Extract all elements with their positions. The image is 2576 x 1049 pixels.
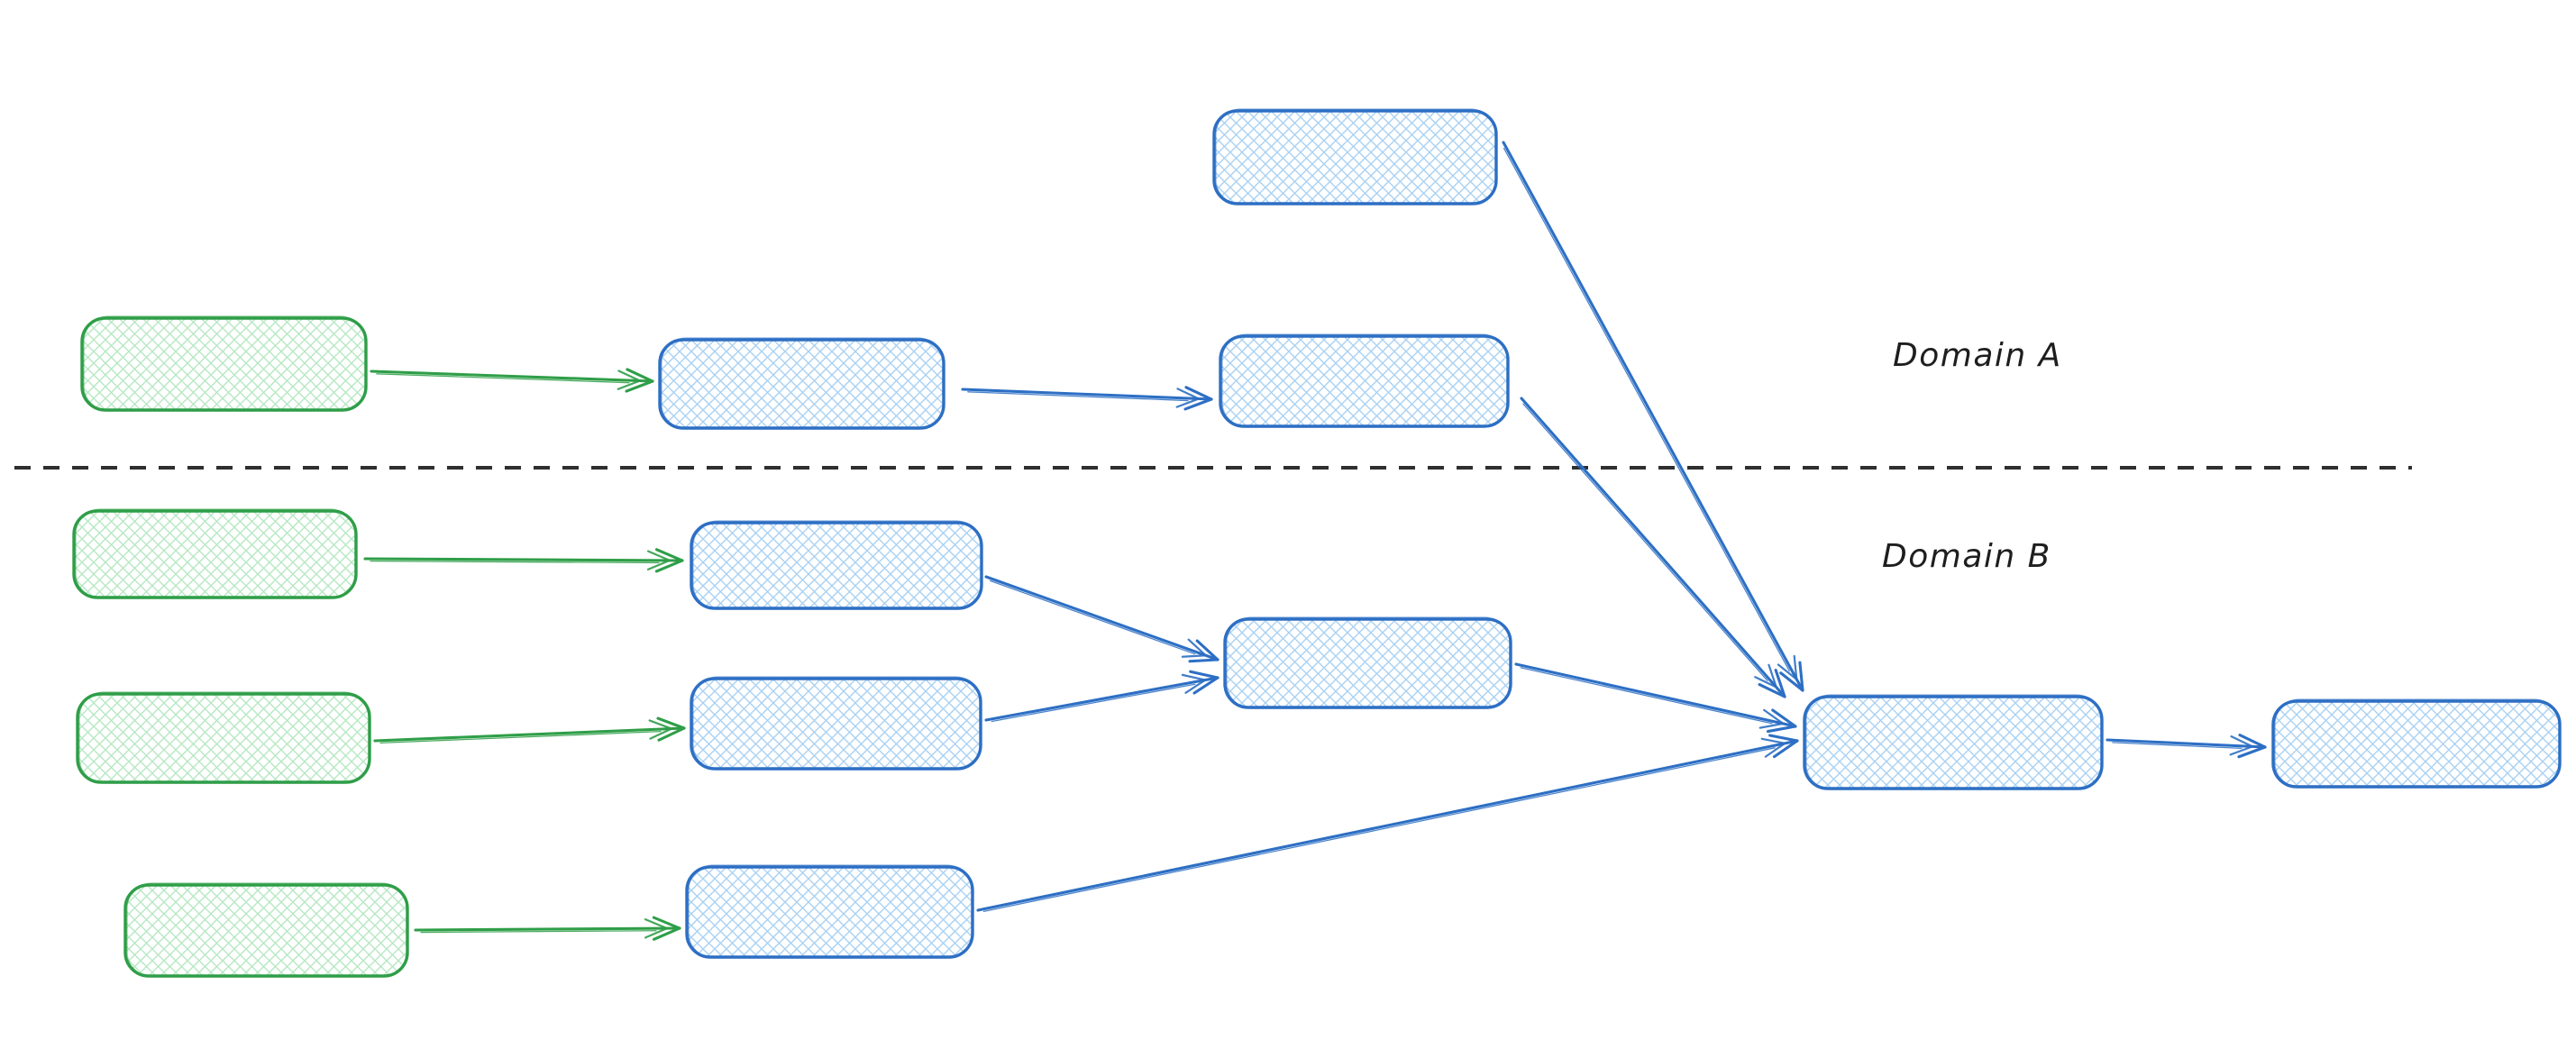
edge-green-a-to-a1[interactable] [370,368,654,393]
edge-top-to-converge[interactable] [1502,141,1804,692]
node-blue-a2[interactable] [1219,333,1510,428]
edge-green-b1-to-b1[interactable] [363,548,684,573]
edge-b2-to-join[interactable] [984,670,1219,723]
node-blue-converge[interactable] [1803,694,2104,790]
domain-a-label[interactable]: Domain A [1893,337,2062,374]
nodes-layer [72,108,2562,978]
edges-layer [14,141,2412,941]
edge-converge-to-final[interactable] [2106,734,2267,759]
node-green-b2[interactable] [76,691,371,784]
node-blue-a1[interactable] [658,337,945,430]
node-green-b1[interactable] [72,508,358,599]
node-blue-final[interactable] [2271,698,2562,789]
edge-b1-to-join[interactable] [984,575,1219,663]
edge-green-b2-to-b2[interactable] [373,716,686,744]
node-blue-top[interactable] [1212,108,1498,205]
node-blue-b1[interactable] [690,520,983,610]
node-green-a[interactable] [80,315,368,412]
edge-green-b3-to-b3[interactable] [414,916,681,941]
domain-b-label[interactable]: Domain B [1882,538,2051,575]
node-blue-b2[interactable] [690,676,982,771]
node-blue-join-b[interactable] [1223,616,1512,709]
edge-a1-to-a2[interactable] [961,386,1213,411]
labels-layer: Domain A Domain B [1882,337,2062,575]
edge-b3-to-converge[interactable] [976,734,1799,912]
edge-join-to-converge[interactable] [1514,662,1797,734]
node-green-b3[interactable] [123,882,409,978]
edge-a2-to-converge[interactable] [1520,397,1786,698]
node-blue-b3[interactable] [685,864,974,959]
